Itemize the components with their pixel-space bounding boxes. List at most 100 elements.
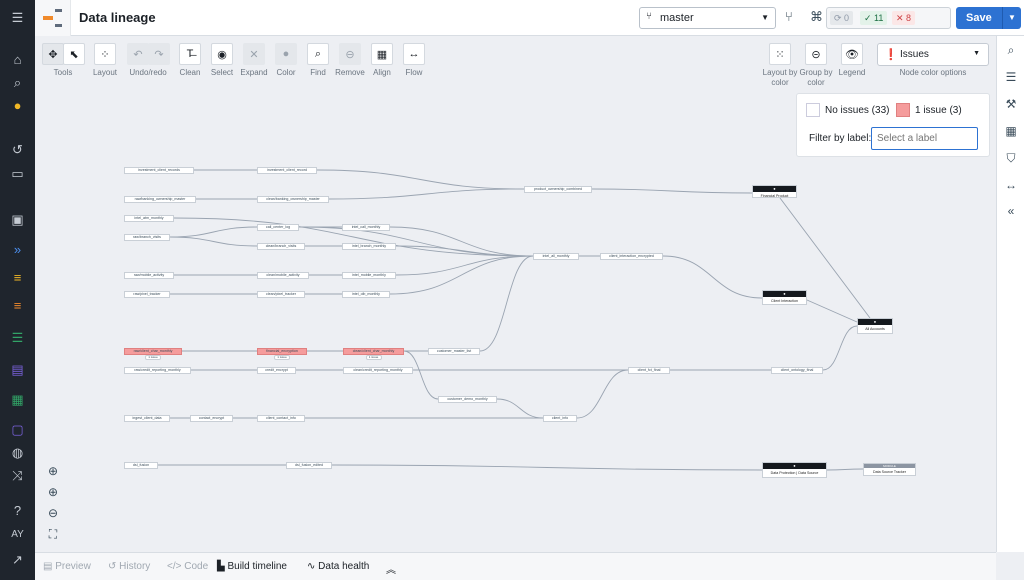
lineage-node[interactable]: dsl_fusion_edited (286, 461, 332, 469)
app-icon-5[interactable]: ▦ (11, 392, 24, 407)
select-tool-button[interactable]: ⬉ (63, 43, 85, 65)
app-icon-1[interactable]: ▣ (11, 212, 24, 227)
one-issue-swatch[interactable] (896, 103, 910, 117)
checks-running[interactable]: ⟳ 0 (830, 11, 854, 25)
search-icon[interactable]: ⌕ (1007, 43, 1015, 57)
lineage-node[interactable]: client_fct_final (628, 366, 670, 374)
globe-icon[interactable]: ◍ (11, 445, 24, 460)
zoom-out-icon[interactable]: ⊖ (47, 506, 59, 520)
recenter-icon[interactable]: ⊕ (47, 464, 59, 478)
lineage-node[interactable]: clean/pixel_tracker (257, 290, 305, 298)
home-icon[interactable]: ⌂ (13, 52, 22, 67)
app-icon-2[interactable]: ≡ (13, 270, 22, 285)
tab-build-timeline[interactable]: ▙ Build timeline (217, 561, 287, 572)
find-button[interactable]: ⌕ (307, 43, 329, 65)
notifications-icon[interactable]: ● (13, 98, 22, 113)
lineage-node[interactable]: clean/credit_reporting_monthly (343, 366, 413, 374)
tab-data-health[interactable]: ∿ Data health (307, 561, 370, 572)
lineage-node[interactable]: raw/credit_reporting_monthly (124, 366, 191, 374)
fit-to-screen-icon[interactable]: ⛶ (48, 527, 58, 541)
branch-select[interactable]: ⑂ master ▼ (639, 7, 776, 29)
lineage-node[interactable]: raw/client_char_monthly (124, 347, 182, 355)
lineage-node[interactable]: customer_master_list (428, 347, 480, 355)
lineage-node[interactable]: clean/banking_ownership_master (257, 195, 329, 203)
lineage-node[interactable]: client_info (543, 414, 577, 422)
ontology-object-node[interactable]: ●Financial Product (752, 185, 797, 198)
app-icon-4[interactable]: ▤ (11, 362, 24, 377)
tab-preview[interactable]: ▤ Preview (43, 561, 91, 572)
arrows-horizontal-icon[interactable]: ↔ (1005, 178, 1017, 192)
no-issues-swatch[interactable] (806, 103, 820, 117)
lineage-node[interactable]: client_interaction_encrypted (600, 252, 663, 260)
layout-by-color-button[interactable]: ⁙ (769, 43, 791, 65)
lineage-node[interactable]: raw/mobile_activity (124, 271, 174, 279)
list-icon[interactable]: ☰ (1005, 70, 1017, 84)
lineage-node[interactable]: investment_client_records (124, 166, 194, 174)
branches-icon[interactable]: ⑂ (785, 9, 793, 24)
lineage-node[interactable]: ingest_client_data (124, 414, 170, 422)
filter-label-input[interactable] (871, 127, 978, 150)
expand-panel-icon[interactable]: ︽ (386, 565, 396, 576)
lineage-node[interactable]: intel_call_monthly (342, 223, 390, 231)
node-color-select[interactable]: ❗ Issues ▼ (877, 43, 989, 66)
shuffle-icon[interactable]: ⤨ (12, 468, 23, 483)
lineage-node[interactable]: intel_atm_monthly (124, 214, 174, 222)
ontology-object-node[interactable]: ●All Accounts (857, 318, 893, 334)
save-button[interactable]: Save (956, 7, 1002, 29)
calendar-icon[interactable]: ▦ (1005, 124, 1017, 138)
checks-passed[interactable]: ✓ 11 (860, 11, 888, 25)
recent-icon[interactable]: ↺ (12, 142, 23, 157)
expand-menu-icon[interactable]: ☰ (11, 10, 24, 25)
lineage-node[interactable]: contact_encrypt (190, 414, 233, 422)
group-by-color-button[interactable]: ⊝ (805, 43, 827, 65)
lineage-node[interactable]: intel_branch_monthly (342, 242, 396, 250)
pipeline-icon[interactable]: » (13, 242, 22, 257)
expand-button[interactable]: ✕ (243, 43, 265, 65)
lineage-node[interactable]: raw/banking_ownership_master (124, 195, 196, 203)
lineage-node[interactable]: dsl_fusion (124, 461, 158, 469)
lineage-node[interactable]: financial_encryption (257, 347, 307, 355)
user-avatar[interactable]: AY (11, 529, 24, 540)
lineage-node[interactable]: credit_encrypt (257, 366, 296, 374)
layout-button[interactable]: ⁘ (94, 43, 116, 65)
lineage-node[interactable]: investment_client_record (257, 166, 317, 174)
redo-button[interactable]: ↷ (148, 43, 170, 65)
lineage-node[interactable]: clean/client_char_monthly (343, 347, 404, 355)
lineage-node[interactable]: intel_olb_monthly (342, 290, 390, 298)
ontology-object-node[interactable]: ●Data Protection | Data Source (762, 462, 827, 478)
lineage-node[interactable]: client_ontology_final (771, 366, 823, 374)
save-options-dropdown[interactable]: ▼ (1002, 7, 1021, 29)
lineage-icon[interactable]: ≡ (13, 298, 22, 313)
clean-button[interactable]: T̶ (179, 43, 201, 65)
search-icon[interactable]: ⌕ (13, 75, 22, 90)
lineage-node[interactable]: customer_demo_monthly (438, 395, 497, 403)
align-button[interactable]: ▦ (371, 43, 393, 65)
hammer-icon[interactable]: ⚒ (1005, 97, 1017, 111)
tab-history[interactable]: ↺ History (108, 561, 151, 572)
lineage-node[interactable]: client_contact_info (257, 414, 305, 422)
lineage-node[interactable]: intel_mobile_monthly (342, 271, 396, 279)
lineage-node[interactable]: intel_all_monthly (533, 252, 579, 260)
lineage-node[interactable]: call_center_log (257, 223, 299, 231)
lineage-node[interactable]: product_ownership_combined (524, 185, 592, 193)
select-button[interactable]: ◉ (211, 43, 233, 65)
help-icon[interactable]: ? (13, 503, 22, 518)
tab-code[interactable]: </> Code (167, 561, 209, 572)
app-icon-6[interactable]: ▢ (11, 422, 24, 437)
zoom-in-icon[interactable]: ⊕ (47, 485, 59, 499)
lineage-node[interactable]: clean/branch_visits (257, 242, 305, 250)
legend-button[interactable]: 👁 (841, 43, 863, 65)
ontology-object-node[interactable]: ●Client Interaction (762, 290, 807, 305)
external-link-icon[interactable]: ↗ (12, 552, 23, 567)
remove-button[interactable]: ⊖ (339, 43, 361, 65)
app-icon-3[interactable]: ☰ (11, 330, 24, 345)
color-button[interactable]: ● (275, 43, 297, 65)
lineage-node[interactable]: raw/branch_visits (124, 233, 170, 241)
flow-button[interactable]: ↔ (403, 43, 425, 65)
folder-icon[interactable]: ▭ (11, 166, 24, 181)
collapse-panel-icon[interactable]: « (1007, 204, 1015, 218)
shield-icon[interactable]: ⛉ (1006, 151, 1016, 165)
checks-summary[interactable]: ⟳ 0 ✓ 11 ✕ 8 (826, 7, 951, 29)
pan-tool-button[interactable]: ✥ (42, 43, 64, 65)
